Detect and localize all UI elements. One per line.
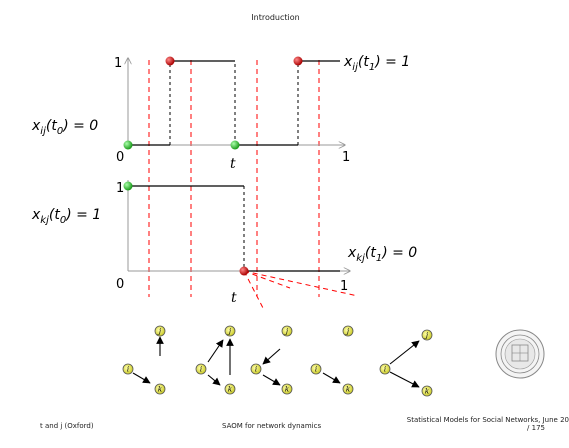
green-dot-bottom (123, 181, 133, 191)
node-j-5 (421, 329, 433, 341)
footer-event-text: Statistical Models for Social Networks, … (406, 416, 569, 424)
node-i-5 (379, 363, 391, 375)
bottom-right-label: xkj(t1) = 0 (347, 245, 417, 264)
node-j-3 (281, 325, 293, 337)
svg-text:i: i (315, 366, 317, 374)
node-i-3 (250, 363, 262, 375)
footer-event: Statistical Models for Social Networks, … (369, 416, 569, 432)
red-dot-2 (293, 56, 303, 66)
top-x-origin: 0 (116, 150, 124, 165)
red-dot-1 (165, 56, 175, 66)
top-plot-steps (128, 60, 340, 146)
triad-nodes (122, 325, 433, 397)
green-dot-mid (230, 140, 240, 150)
node-i-2 (195, 363, 207, 375)
top-right-label: xij(t1) = 1 (343, 54, 410, 73)
node-k-4 (342, 383, 354, 395)
node-j-2 (224, 325, 236, 337)
footer-author: t and j (Oxford) (40, 422, 94, 430)
diagonal-red-dashes (243, 270, 359, 309)
triad-node-letters: j i k j i k j i k j i k j i k (127, 328, 429, 396)
top-t-label: t (230, 156, 236, 172)
svg-text:k: k (346, 386, 350, 394)
node-k-3 (281, 383, 293, 395)
svg-text:j: j (424, 332, 429, 340)
bottom-left-label: xkj(t0) = 1 (31, 207, 101, 226)
svg-text:i: i (200, 366, 202, 374)
node-k-1 (154, 383, 166, 395)
top-plot-jumps (169, 61, 299, 145)
top-x-end: 1 (342, 150, 350, 165)
bottom-plot-steps (128, 185, 340, 272)
bottom-y-tick-top: 1 (116, 181, 124, 196)
node-j-4 (342, 325, 354, 337)
top-left-label: xij(t0) = 0 (31, 118, 98, 137)
footer-title: SAOM for network dynamics (222, 422, 322, 430)
red-dot-bottom (239, 266, 249, 276)
green-dot-start (123, 140, 133, 150)
node-j-1 (154, 325, 166, 337)
top-plot-axes (128, 58, 345, 145)
svg-text:k: k (158, 386, 162, 394)
footer-page: / 175 (527, 424, 545, 432)
tie-change-diagram: j i k j i k j i k j i k j i k 1 0 1 1 0 1 t t xij(… (31, 54, 545, 397)
svg-text:i: i (127, 366, 129, 374)
svg-text:k: k (285, 386, 289, 394)
bottom-plot-axes (127, 180, 350, 271)
event-time-lines (148, 60, 320, 297)
node-i-4 (310, 363, 322, 375)
bottom-y-tick-bottom: 0 (116, 277, 124, 292)
svg-text:j: j (157, 328, 162, 336)
bottom-x-end: 1 (340, 279, 348, 294)
svg-text:j: j (284, 328, 289, 336)
svg-text:j: j (345, 328, 350, 336)
top-y-tick: 1 (114, 56, 122, 71)
svg-text:k: k (228, 386, 232, 394)
university-seal-icon (495, 329, 545, 379)
slide: Introduction (0, 13, 569, 440)
bottom-t-label: t (231, 290, 237, 306)
network-triads (132, 336, 420, 388)
svg-text:k: k (425, 388, 429, 396)
svg-text:i: i (384, 366, 386, 374)
slide-header: Introduction (251, 13, 300, 22)
node-k-5 (421, 385, 433, 397)
svg-text:i: i (255, 366, 257, 374)
svg-text:j: j (227, 328, 232, 336)
node-i-1 (122, 363, 134, 375)
slide-footer: t and j (Oxford) SAOM for network dynami… (0, 416, 569, 440)
node-k-2 (224, 383, 236, 395)
